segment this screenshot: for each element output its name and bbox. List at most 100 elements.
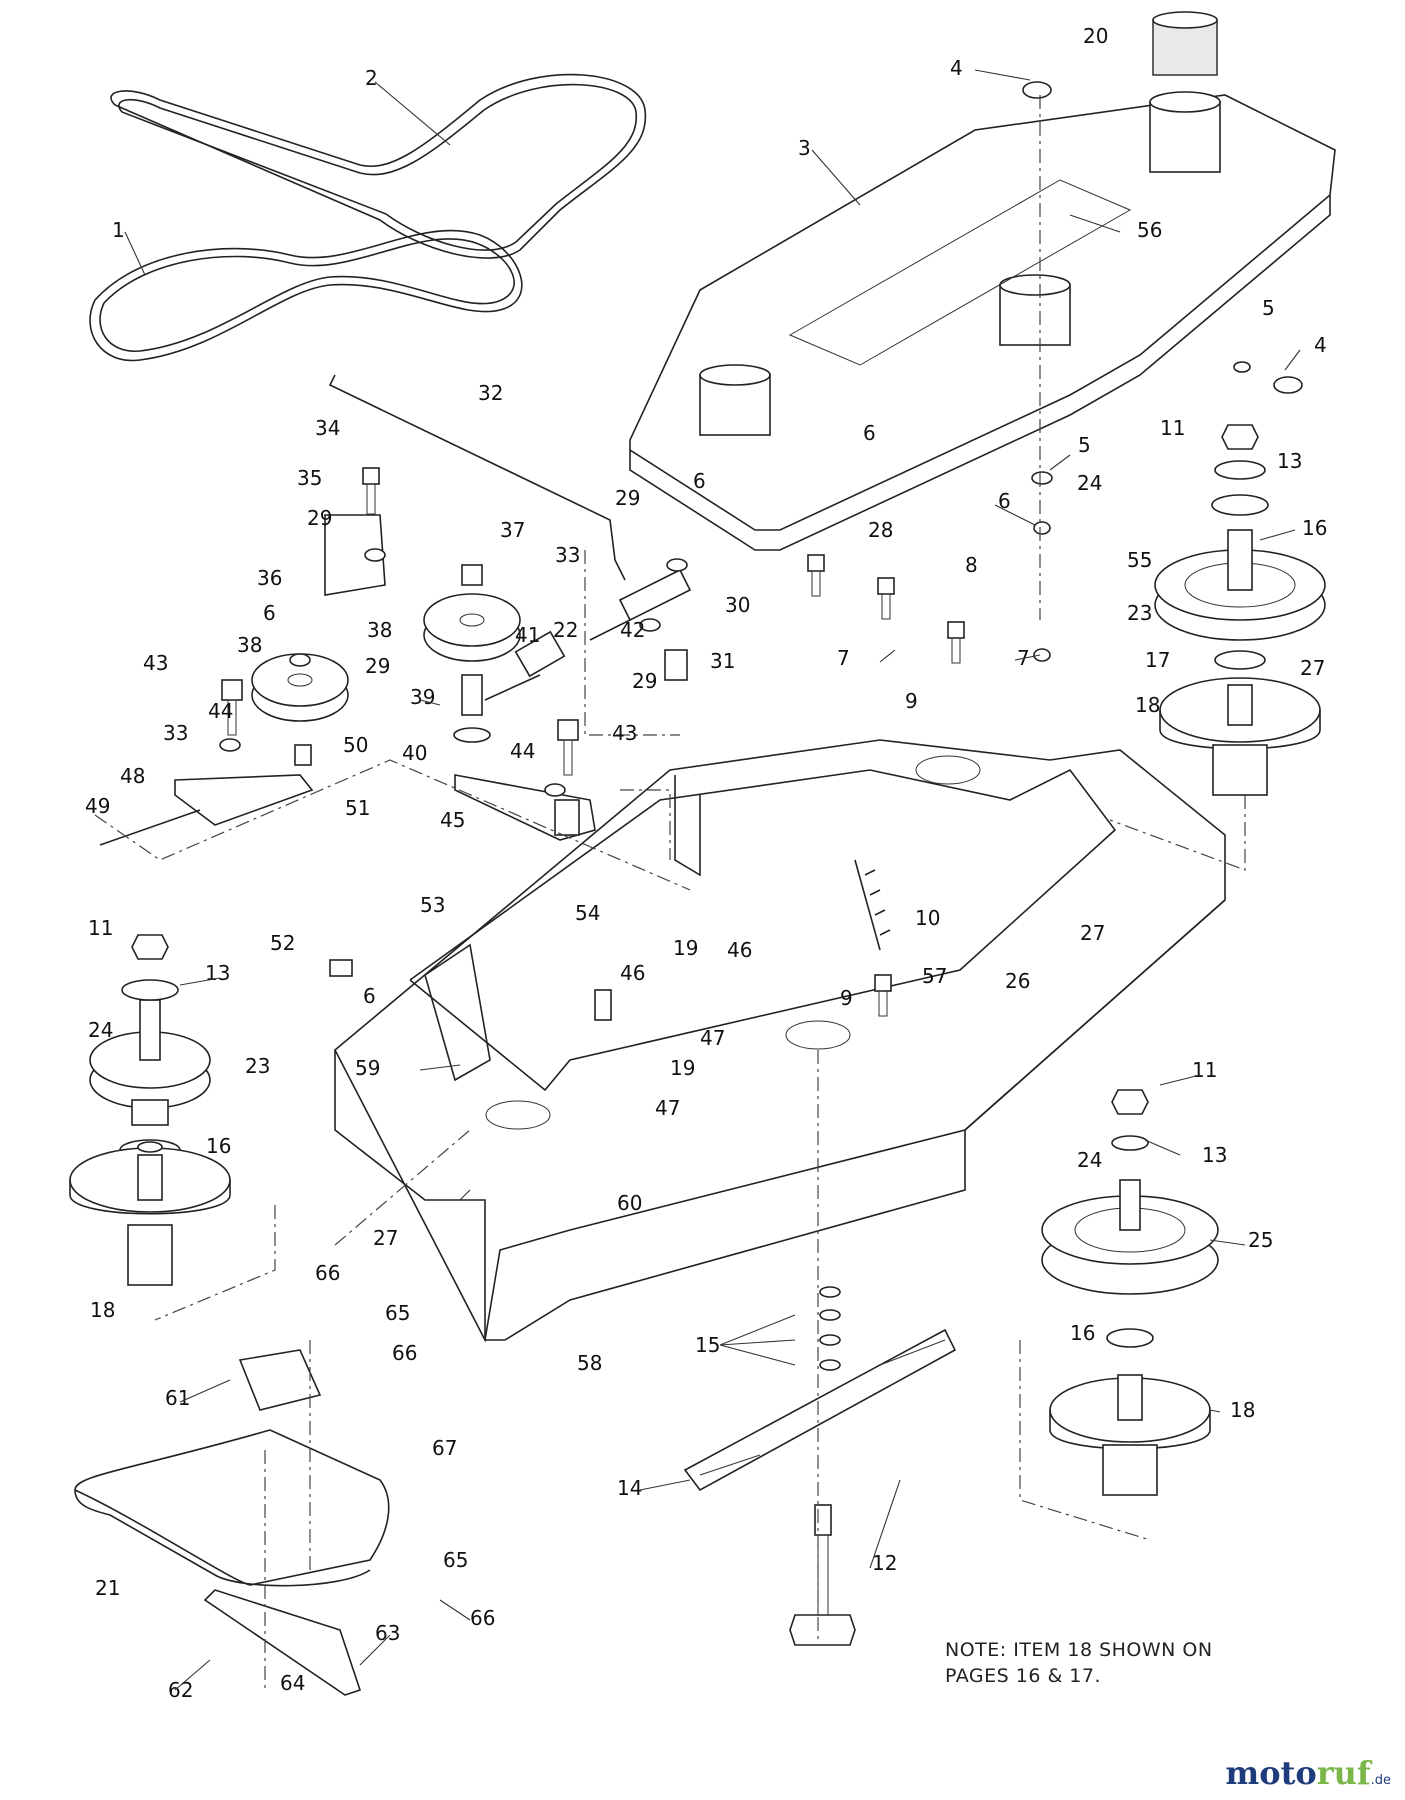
callout: 48 <box>120 764 145 788</box>
callout: 46 <box>727 938 752 962</box>
callout: 24 <box>1077 471 1102 495</box>
belt-cover <box>629 11 1336 551</box>
callout: 39 <box>410 685 435 709</box>
callout: 58 <box>577 1351 602 1375</box>
belt-1 <box>89 229 523 362</box>
callout: 26 <box>1005 969 1030 993</box>
callout: 11 <box>1160 416 1185 440</box>
callout: 64 <box>280 1671 305 1695</box>
callout: 13 <box>1277 449 1302 473</box>
idler-pulleys <box>251 564 521 766</box>
callout: 38 <box>367 618 392 642</box>
callout: 1 <box>112 218 125 242</box>
callout: 24 <box>1077 1148 1102 1172</box>
callout: 47 <box>700 1026 725 1050</box>
callout: 44 <box>208 699 233 723</box>
linkage-rod <box>99 374 626 846</box>
callout: 32 <box>478 381 503 405</box>
callout: 43 <box>612 721 637 745</box>
callout: 66 <box>392 1341 417 1365</box>
idler-arms <box>174 514 692 841</box>
callout: 49 <box>85 794 110 818</box>
callout: 33 <box>163 721 188 745</box>
callout: 56 <box>1137 218 1162 242</box>
callout: 25 <box>1248 1228 1273 1252</box>
callout: 61 <box>165 1386 190 1410</box>
callout: 6 <box>263 601 276 625</box>
callout: 53 <box>420 893 445 917</box>
callout: 28 <box>868 518 893 542</box>
callout: 65 <box>385 1301 410 1325</box>
callout: 16 <box>1302 516 1327 540</box>
callout: 19 <box>670 1056 695 1080</box>
callout: 66 <box>315 1261 340 1285</box>
callout: 9 <box>905 689 918 713</box>
callout: 66 <box>470 1606 495 1630</box>
callout: 29 <box>365 654 390 678</box>
callout: 13 <box>1202 1143 1227 1167</box>
callout: 23 <box>245 1054 270 1078</box>
note-line-1: NOTE: ITEM 18 SHOWN ON <box>945 1639 1213 1661</box>
callout: 17 <box>1145 648 1170 672</box>
callout: 11 <box>1192 1058 1217 1082</box>
callout: 57 <box>922 964 947 988</box>
callout: 6 <box>998 489 1011 513</box>
callout: 50 <box>343 733 368 757</box>
callout: 44 <box>510 739 535 763</box>
callout: 55 <box>1127 548 1152 572</box>
spindle-top-left-hardware <box>121 934 179 1001</box>
callout: 2 <box>365 66 378 90</box>
callout: 36 <box>257 566 282 590</box>
callout: 34 <box>315 416 340 440</box>
callout: 37 <box>500 518 525 542</box>
callout: 35 <box>297 466 322 490</box>
callout: 12 <box>872 1551 897 1575</box>
callout: 46 <box>620 961 645 985</box>
nuts-and-washers <box>219 81 1303 1371</box>
callout: 11 <box>88 916 113 940</box>
callout: 16 <box>1070 1321 1095 1345</box>
callout: 21 <box>95 1576 120 1600</box>
callout: 22 <box>553 618 578 642</box>
callout: 13 <box>205 961 230 985</box>
callout: 59 <box>355 1056 380 1080</box>
callout: 6 <box>363 984 376 1008</box>
spindle-assembly-right-lower <box>1041 1089 1219 1496</box>
spring-and-tension-rod <box>484 619 891 951</box>
callout: 15 <box>695 1333 720 1357</box>
blade <box>683 1328 957 1492</box>
callout: 38 <box>237 633 262 657</box>
callout: 4 <box>1314 333 1327 357</box>
callout: 31 <box>710 649 735 673</box>
callout: 60 <box>617 1191 642 1215</box>
callout: 27 <box>373 1226 398 1250</box>
watermark-logo: motoruf.de <box>1225 1754 1391 1792</box>
callout: 3 <box>798 136 811 160</box>
callout: 45 <box>440 808 465 832</box>
callout: 19 <box>673 936 698 960</box>
callout: 62 <box>168 1678 193 1702</box>
callout: 29 <box>307 506 332 530</box>
belt-2 <box>110 73 647 259</box>
diagram-note: NOTE: ITEM 18 SHOWN ON PAGES 16 & 17. <box>945 1637 1213 1689</box>
callout: 6 <box>863 421 876 445</box>
callout: 52 <box>270 931 295 955</box>
callout: 24 <box>88 1018 113 1042</box>
callout-labels: 1 2 3 4 4 5 5 6 6 6 6 6 7 7 8 9 9 10 11 … <box>85 24 1327 1702</box>
callout: 6 <box>693 469 706 493</box>
callout: 9 <box>840 986 853 1010</box>
callout: 14 <box>617 1476 642 1500</box>
callout: 18 <box>1230 1398 1255 1422</box>
callout: 5 <box>1078 433 1091 457</box>
callout: 16 <box>206 1134 231 1158</box>
callout: 20 <box>1083 24 1108 48</box>
callout: 18 <box>1135 693 1160 717</box>
callout: 18 <box>90 1298 115 1322</box>
callout: 27 <box>1300 656 1325 680</box>
callout: 47 <box>655 1096 680 1120</box>
spindle-assembly-right-upper <box>1154 424 1326 796</box>
callout: 43 <box>143 651 168 675</box>
callout: 33 <box>555 543 580 567</box>
callout: 40 <box>402 741 427 765</box>
callout: 42 <box>620 618 645 642</box>
